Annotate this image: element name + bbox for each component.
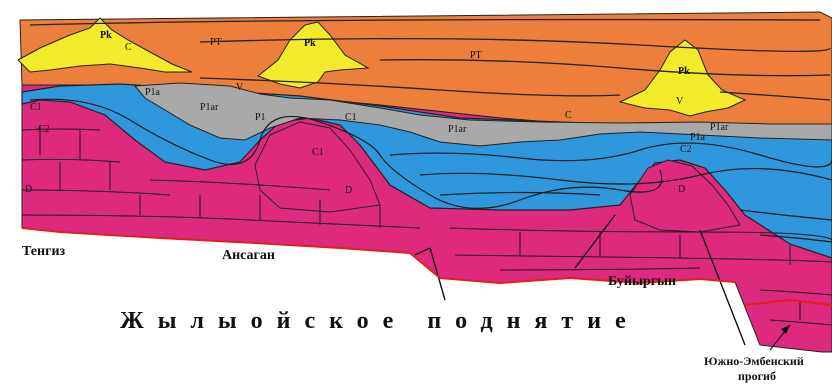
label-p1: P1 xyxy=(255,112,266,123)
region-title: Жылыойское поднятие xyxy=(120,308,640,335)
label-tengiz: Тенгиз xyxy=(22,244,65,260)
label-v-2: V xyxy=(676,96,684,107)
label-v-1: V xyxy=(236,82,244,93)
label-p1a-2: P1a xyxy=(690,132,706,143)
label-d-3: D xyxy=(678,184,685,195)
label-c1-2: C1 xyxy=(345,112,357,123)
label-p1ar-3: P1ar xyxy=(710,122,729,133)
label-d-1: D xyxy=(25,184,32,195)
label-ansagan: Ансаган xyxy=(222,248,275,264)
label-p1ar-1: P1ar xyxy=(200,102,219,113)
label-south-emba-1: Южно-Эмбенский xyxy=(704,354,804,369)
label-pt-1: PT xyxy=(210,37,222,48)
label-c2-2: C2 xyxy=(680,144,692,155)
label-pk-1: Pk xyxy=(100,30,112,41)
label-c1-1: C1 xyxy=(30,102,42,113)
label-south-emba-2: прогиб xyxy=(738,369,776,384)
label-pt-2: PT xyxy=(470,50,482,61)
label-c-1: C xyxy=(125,42,132,53)
label-buiyrgyn: Буйыргын xyxy=(608,274,676,290)
label-c-2: C xyxy=(565,110,572,121)
label-p1a-1: P1a xyxy=(145,87,161,98)
label-pk-3: Pk xyxy=(678,66,690,77)
label-c1-3: C1 xyxy=(312,147,324,158)
label-pk-2: Pk xyxy=(304,38,316,49)
label-d-2: D xyxy=(345,185,352,196)
label-p1ar-2: P1ar xyxy=(448,124,467,135)
label-c2-1: C2 xyxy=(38,124,50,135)
